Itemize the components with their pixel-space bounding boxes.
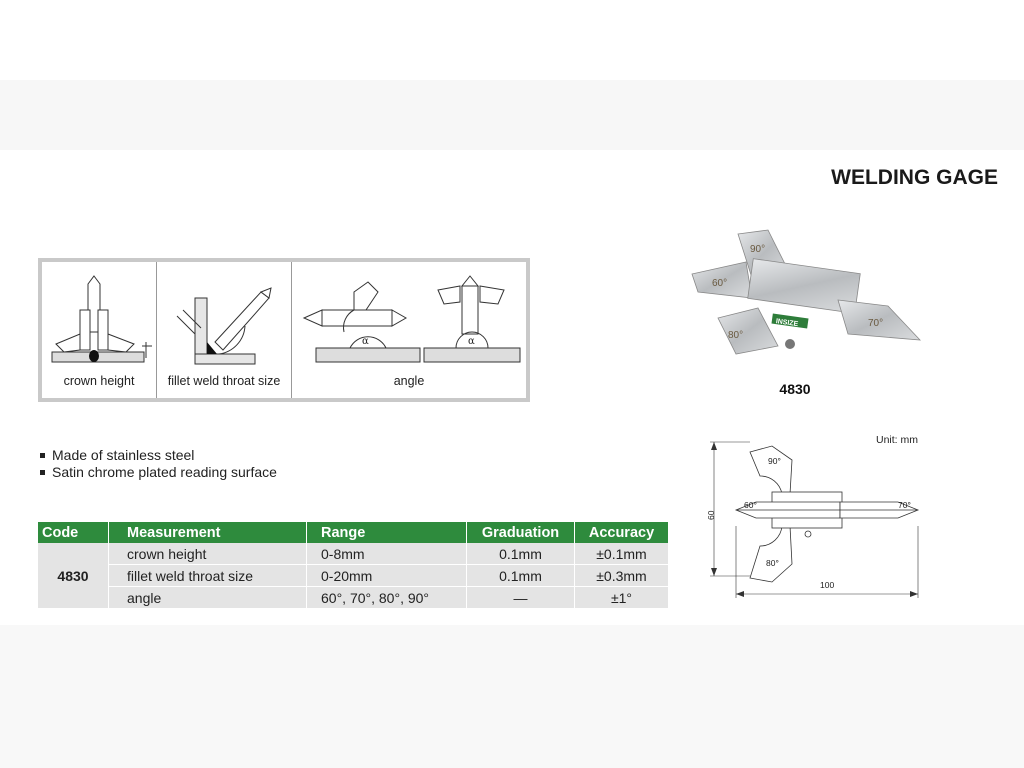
crown-height-caption: crown height xyxy=(63,374,135,388)
brand-logo xyxy=(771,313,809,329)
range-cell: 60°, 70°, 80°, 90° xyxy=(306,586,467,609)
product-photo: INSIZE 90° 60° 80° 70° xyxy=(691,229,922,355)
graduation-cell: 0.1mm xyxy=(466,543,575,565)
measurement-cell: crown height xyxy=(108,543,307,565)
bullet-icon xyxy=(40,453,45,458)
bullet-icon xyxy=(40,470,45,475)
angle-mark-90: 90° xyxy=(750,244,765,255)
locking-screw xyxy=(785,339,795,349)
fillet-weld-diagram xyxy=(176,287,272,365)
top-band xyxy=(0,0,1024,80)
spec-table-header: Code Measurement Range Graduation Accura… xyxy=(38,522,669,543)
angle-mark-70: 70° xyxy=(868,318,883,329)
dim-angle-90: 90° xyxy=(768,456,781,466)
graduation-cell: 0.1mm xyxy=(466,564,575,587)
brand-logo-text: INSIZE xyxy=(775,318,799,328)
code-cell: 4830 xyxy=(38,543,109,609)
header-accuracy: Accuracy xyxy=(574,522,669,543)
header-measurement: Measurement xyxy=(108,522,307,543)
measurement-cell: fillet weld throat size xyxy=(108,564,307,587)
accuracy-cell: ±0.3mm xyxy=(574,564,669,587)
angle-mark-80: 80° xyxy=(728,330,743,341)
header-code: Code xyxy=(38,522,109,543)
dim-angle-70: 70° xyxy=(898,500,911,510)
dimension-drawing: 90° 60° 70° 80° 60 100 xyxy=(706,441,920,598)
table-row: angle 60°, 70°, 80°, 90° — ±1° xyxy=(38,586,669,609)
svg-text:α: α xyxy=(362,336,369,347)
angle-mark-60: 60° xyxy=(712,278,727,289)
range-cell: 0-20mm xyxy=(306,564,467,587)
angle-illustration: α α angle xyxy=(292,262,526,398)
feature-item: Satin chrome plated reading surface xyxy=(40,464,277,481)
height-dimension-label: 60 xyxy=(706,510,716,520)
svg-text:α: α xyxy=(468,336,475,347)
fillet-weld-illustration: fillet weld throat size xyxy=(157,262,292,398)
header-graduation: Graduation xyxy=(466,522,575,543)
crown-height-diagram xyxy=(51,275,152,363)
table-row: 4830 crown height 0-8mm 0.1mm ±0.1mm xyxy=(38,543,669,609)
table-row: fillet weld throat size 0-20mm 0.1mm ±0.… xyxy=(38,564,669,587)
dim-angle-80: 80° xyxy=(766,558,779,568)
unit-label: Unit: mm xyxy=(876,434,918,446)
feature-item: Made of stainless steel xyxy=(40,447,277,464)
spec-table: Code Measurement Range Graduation Accura… xyxy=(38,522,669,609)
measurement-cell: angle xyxy=(108,586,307,609)
bottom-band xyxy=(0,625,1024,768)
graduation-cell: — xyxy=(466,586,575,609)
crown-height-illustration: crown height xyxy=(42,262,157,398)
feature-list: Made of stainless steel Satin chrome pla… xyxy=(40,447,277,481)
angle-caption: angle xyxy=(393,374,425,388)
range-cell: 0-8mm xyxy=(306,543,467,565)
photo-caption: 4830 xyxy=(779,381,811,397)
header-range: Range xyxy=(306,522,467,543)
usage-illustration-panel: crown height fillet weld throat size xyxy=(38,258,530,402)
width-dimension-label: 100 xyxy=(820,580,834,590)
angle-diagram: α α xyxy=(302,275,521,363)
accuracy-cell: ±0.1mm xyxy=(574,543,669,565)
accuracy-cell: ±1° xyxy=(574,586,669,609)
dim-angle-60: 60° xyxy=(744,500,757,510)
fillet-weld-caption: fillet weld throat size xyxy=(167,374,281,388)
page-title: WELDING GAGE xyxy=(831,166,998,189)
